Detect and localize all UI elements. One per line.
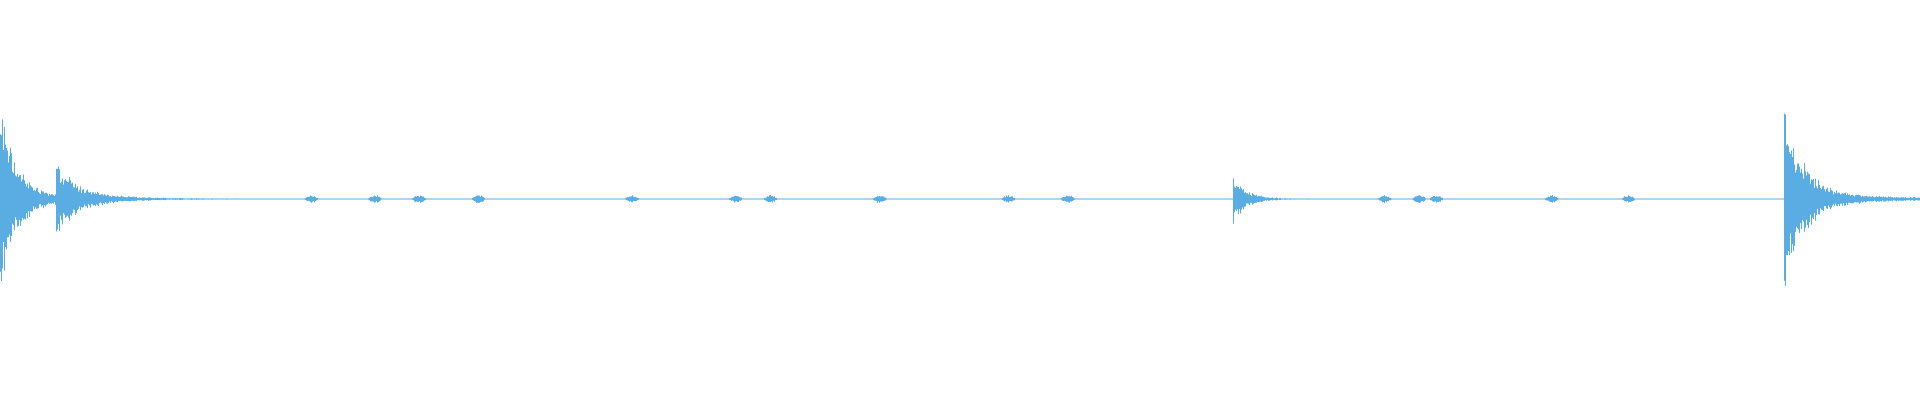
waveform-trace — [0, 113, 1920, 286]
